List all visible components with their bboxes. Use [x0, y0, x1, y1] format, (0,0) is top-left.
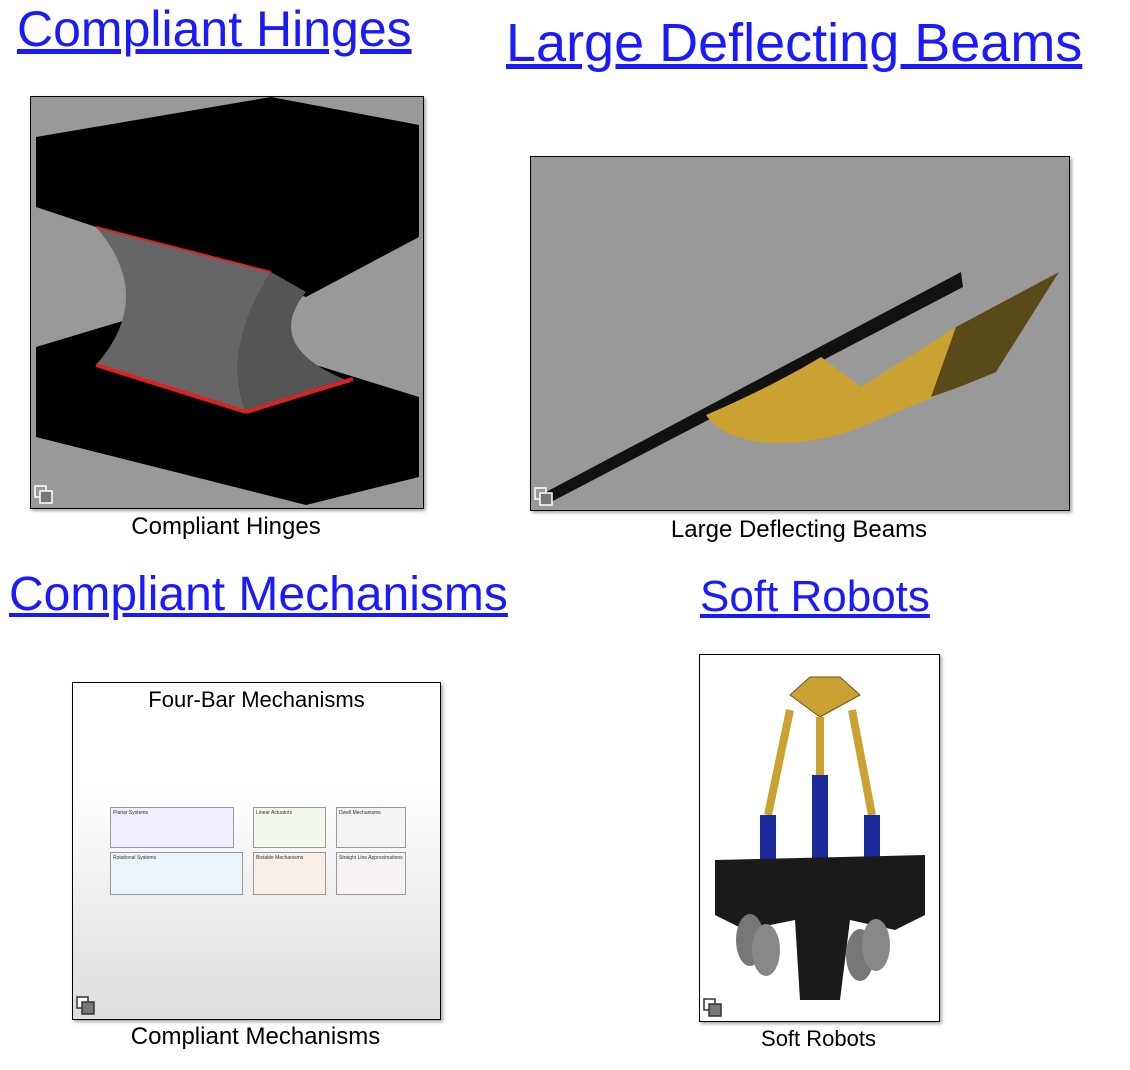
panel-dwell-mechanisms: Dwell Mechanisms [336, 807, 406, 848]
panel-straight-line-approximations: Straight Line Approximations [336, 852, 406, 895]
block-compliant-mechanisms[interactable]: Four-Bar Mechanisms Planar Systems Linea… [72, 682, 441, 1020]
beam-thumbnail [546, 272, 1059, 502]
panel-rotational-systems: Rotational Systems [110, 852, 243, 895]
block-soft-robots[interactable] [699, 654, 940, 1022]
panel-bistable-mechanisms: Bistable Mechanisms [253, 852, 326, 895]
subsystem-icon [76, 996, 95, 1015]
caption-compliant-hinges: Compliant Hinges [131, 513, 321, 540]
link-soft-robots[interactable]: Soft Robots [700, 572, 930, 621]
caption-large-deflecting-beams: Large Deflecting Beams [670, 516, 928, 543]
link-compliant-mechanisms[interactable]: Compliant Mechanisms [9, 568, 508, 621]
link-large-deflecting-beams[interactable]: Large Deflecting Beams [506, 13, 1083, 73]
subsystem-icon [34, 485, 53, 504]
caption-compliant-mechanisms: Compliant Mechanisms [130, 1023, 381, 1050]
compliant-hinge-thumbnail [36, 97, 419, 505]
panel-planar-systems: Planar Systems [110, 807, 234, 848]
block-large-deflecting-beams[interactable] [530, 156, 1070, 511]
soft-robot-thumbnail [715, 676, 925, 1000]
subsystem-icon [534, 487, 553, 506]
link-compliant-hinges[interactable]: Compliant Hinges [17, 1, 412, 57]
caption-soft-robots: Soft Robots [761, 1026, 876, 1051]
block-compliant-hinges[interactable] [30, 96, 424, 509]
panel-linear-actuators: Linear Actuators [253, 807, 326, 848]
thumbnail-title: Four-Bar Mechanisms [148, 687, 365, 712]
subsystem-icon [703, 998, 722, 1017]
